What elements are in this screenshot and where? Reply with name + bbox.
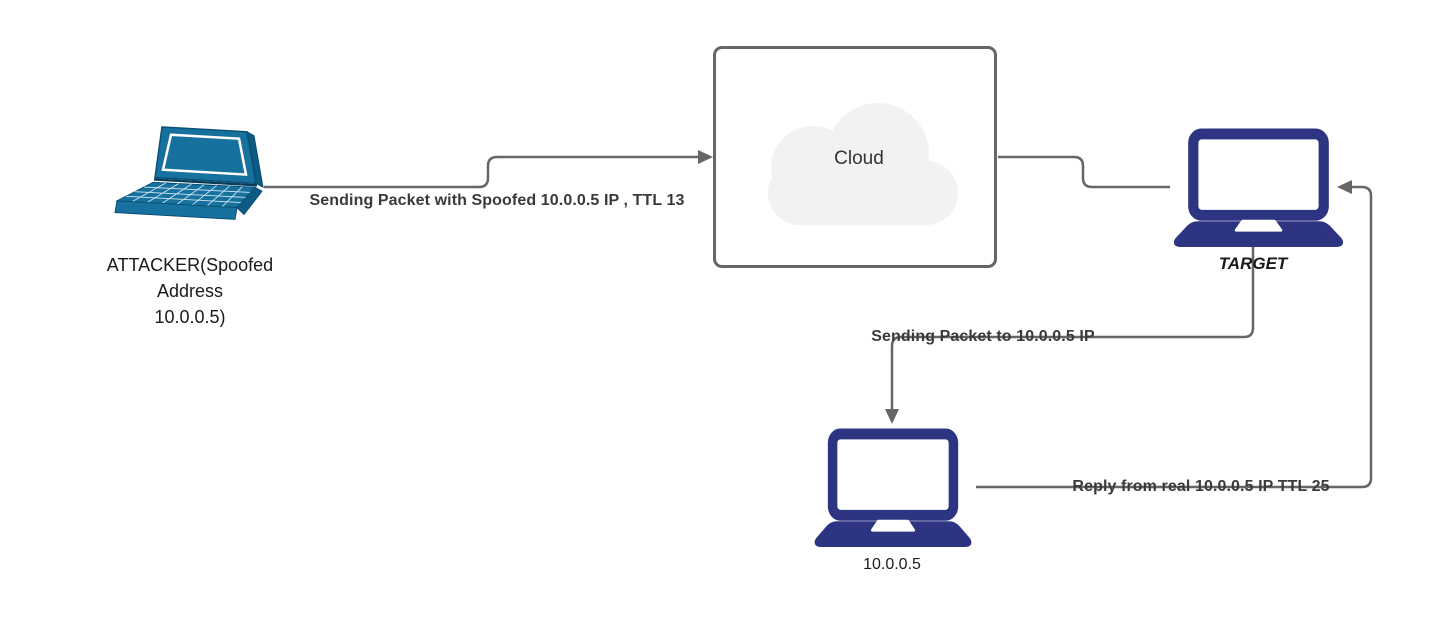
cloud-icon	[768, 103, 958, 225]
edge-label-attacker-to-cloud: Sending Packet with Spoofed 10.0.0.5 IP …	[309, 192, 685, 209]
edge-attacker-to-cloud[interactable]	[264, 155, 699, 189]
node-real-host[interactable]	[811, 428, 975, 547]
node-cloud-box[interactable]: Cloud	[713, 46, 997, 268]
laptop-icon	[814, 428, 972, 547]
edge-label-target-to-real-host: Sending Packet to 10.0.0.5 IP	[871, 328, 1095, 345]
attacker-label-line3: 10.0.0.5)	[154, 307, 226, 327]
laptop-icon	[1173, 128, 1344, 247]
edge-label-real-host-to-target: Reply from real 10.0.0.5 IP TTL 25	[1072, 478, 1330, 495]
edge-cloud-to-target[interactable]	[998, 155, 1170, 189]
target-label: TARGET	[1218, 254, 1288, 273]
arrowhead-into-target	[1337, 180, 1352, 194]
attacker-label-line2: Address	[156, 281, 224, 301]
attacker-label: ATTACKER(Spoofed Address 10.0.0.5)	[107, 252, 273, 330]
arrowhead-into-cloud	[698, 150, 713, 164]
laptop-3d-icon	[114, 126, 264, 220]
node-target[interactable]	[1170, 128, 1347, 247]
edge-real-host-to-target[interactable]	[976, 185, 1373, 489]
cloud-label: Cloud	[834, 148, 884, 169]
attacker-label-line1: ATTACKER(Spoofed	[106, 255, 274, 275]
node-attacker[interactable]	[100, 125, 265, 232]
edge-target-to-real-host[interactable]	[890, 247, 1255, 410]
real-host-label: 10.0.0.5	[863, 556, 921, 573]
arrowhead-into-real-host	[885, 409, 899, 424]
